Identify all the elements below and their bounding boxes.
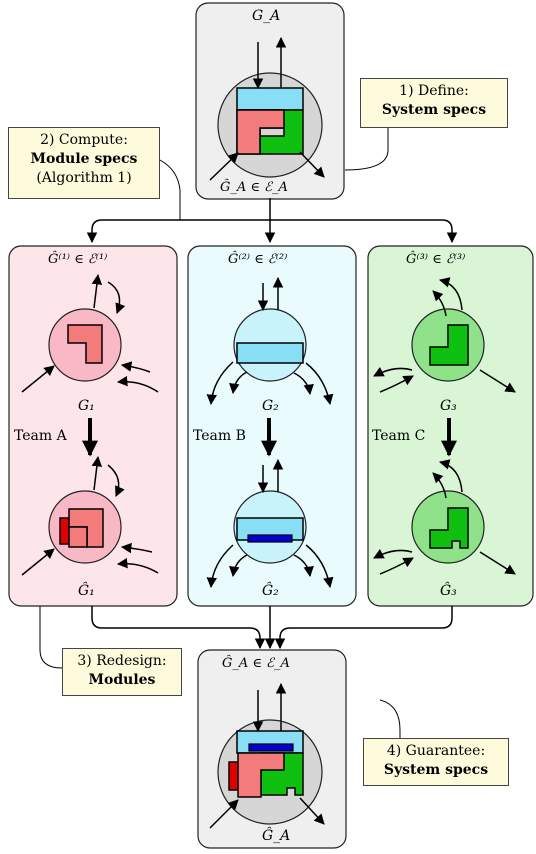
module-1-label: G₁ [78,398,95,414]
note-guarantee-line1: 4) Guarantee: [386,743,486,759]
module-2-label: G₂ [262,398,279,414]
note-compute-line2: Module specs [30,151,138,167]
team-c-label: Team C [372,428,426,444]
module-3-redesigned-label: Ĝ₃ [440,583,457,599]
module-1-panel [8,245,178,607]
module-3-spec-label: Ĝ⁽³⁾ ∈ ℰ⁽³⁾ [406,252,466,267]
note-redesign: 3) Redesign: Modules [62,648,182,696]
system-top-label: G_A [252,8,281,24]
system-top-panel [195,2,345,200]
system-bottom-panel [197,649,347,849]
module-1-spec-label: Ĝ⁽¹⁾ ∈ ℰ⁽¹⁾ [48,252,108,267]
note-guarantee-line2: System specs [383,762,489,778]
note-define: 1) Define: System specs [360,78,508,128]
system-bottom-label: Ĝ_A [262,828,291,844]
note-compute-line3: (Algorithm 1) [36,170,132,186]
note-define-line1: 1) Define: [399,83,469,99]
system-bottom-spec-label: Ĝ_A ∈ ℰ_A [222,656,290,671]
module-2-spec-label: Ĝ⁽²⁾ ∈ ℰ⁽²⁾ [228,252,288,267]
module-3-panel [367,245,534,607]
team-a-label: Team A [14,428,67,444]
note-compute-line1: 2) Compute: [40,132,128,148]
system-top-spec-label: Ĝ_A ∈ ℰ_A [220,180,288,195]
module-1-redesigned-label: Ĝ₁ [78,583,95,599]
module-2-panel [187,245,357,607]
module-3-label: G₃ [440,398,457,414]
note-redesign-line1: 3) Redesign: [77,653,167,669]
note-redesign-line2: Modules [88,672,156,688]
note-guarantee: 4) Guarantee: System specs [363,738,509,786]
note-define-line2: System specs [381,102,487,118]
module-2-redesigned-label: Ĝ₂ [262,583,279,599]
team-b-label: Team B [193,428,246,444]
note-compute: 2) Compute: Module specs (Algorithm 1) [8,127,160,199]
